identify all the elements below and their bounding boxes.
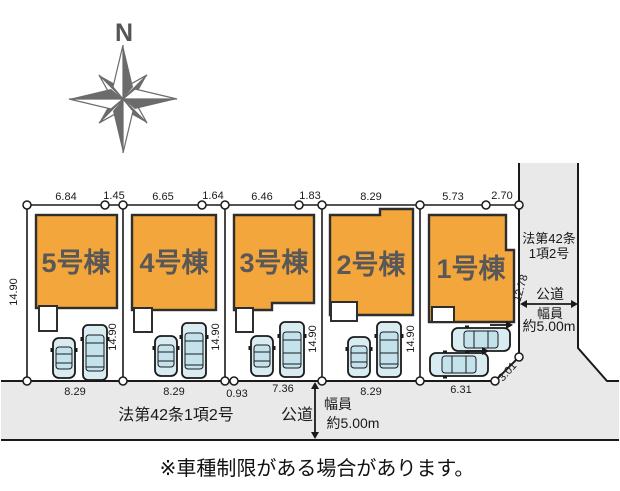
right-road-type: 公道 — [536, 286, 564, 302]
dim-marker — [118, 376, 128, 386]
dim-top-7: 5.73 — [442, 191, 463, 203]
dim-top-6: 8.29 — [360, 191, 381, 203]
dim-marker — [317, 200, 327, 210]
porch-2 — [330, 301, 358, 322]
restriction-note: ※車種制限がある場合があります。 — [160, 457, 475, 480]
dimension-markers — [22, 200, 524, 386]
building-4-label: 4号棟 — [139, 248, 209, 278]
dim-marker — [197, 200, 207, 210]
dim-bottom-2: 0.93 — [226, 388, 247, 400]
car-direction-arrows — [466, 321, 513, 355]
right-road-width-label: 幅員 — [537, 306, 563, 321]
dim-marker — [490, 376, 500, 386]
building-3 — [232, 213, 316, 312]
dim-depth-lot4: 14.90 — [210, 323, 222, 351]
dim-top-5: 1.83 — [299, 190, 320, 202]
dim-bottom-4: 8.29 — [360, 386, 381, 398]
dim-depth-lot3: 14.90 — [307, 325, 319, 353]
right-road-law-line1: 法第42条 — [522, 231, 575, 246]
right-road-labels: 法第42条 1項2号 公道 幅員 約5.00m — [520, 231, 578, 334]
dim-marker — [229, 376, 239, 386]
building-1 — [427, 213, 516, 324]
dim-marker — [415, 376, 425, 386]
right-road-width-arrow — [520, 300, 578, 308]
bottom-road-surface — [1, 381, 619, 440]
building-5 — [34, 213, 119, 310]
dim-marker — [294, 200, 304, 210]
dim-marker — [514, 200, 524, 210]
dim-marker — [220, 376, 230, 386]
bottom-road-width-value: 約5.00m — [327, 415, 380, 431]
car-lot3-minivan — [276, 321, 308, 378]
dim-marker — [220, 200, 230, 210]
bottom-road-width-label: 幅員 — [324, 396, 352, 412]
building-3-label: 3号棟 — [239, 248, 309, 278]
dim-marker — [481, 200, 491, 210]
dim-marker — [118, 200, 128, 210]
car-lot1-upper — [451, 324, 511, 355]
dim-bottom-5: 6.31 — [450, 384, 471, 396]
car-lot5-minivan — [79, 324, 111, 381]
porch-5 — [38, 305, 58, 332]
dim-top-8: 2.70 — [491, 190, 512, 202]
building-5-label: 5号棟 — [41, 248, 111, 278]
porch-3 — [235, 307, 254, 333]
car-lot2-sedan — [344, 336, 374, 378]
road-edge-right — [577, 163, 619, 382]
road-edge-left — [1, 163, 520, 382]
dim-top-3: 1.64 — [202, 190, 223, 202]
right-road-law-line2: 1項2号 — [529, 246, 569, 261]
dim-left-depth: 14.90 — [8, 278, 20, 306]
car-lot2-minivan — [373, 321, 405, 378]
dim-depth-lot5: 14.90 — [107, 323, 119, 351]
dim-top-1: 1.45 — [103, 190, 124, 202]
dim-marker — [100, 200, 110, 210]
building-1-label: 1号棟 — [436, 254, 506, 284]
building-4 — [130, 213, 218, 312]
dim-top-2: 6.65 — [152, 191, 173, 203]
dim-bottom-3: 7.36 — [272, 383, 293, 395]
dim-marker — [317, 376, 327, 386]
porch-1 — [431, 306, 455, 323]
porch-4 — [133, 307, 153, 333]
dim-marker — [22, 200, 32, 210]
bottom-road-law: 法第42条1項2号 — [118, 406, 234, 424]
car-lot5-sedan — [49, 337, 79, 379]
dim-top-0: 6.84 — [55, 191, 76, 203]
compass-north-label: N — [115, 19, 133, 47]
parked-cars — [49, 321, 513, 381]
car-lot4-minivan — [178, 322, 210, 379]
compass-rose: N — [68, 19, 178, 154]
right-road-surface — [495, 163, 607, 381]
car-lot1-lower — [429, 349, 489, 380]
dim-marker — [22, 376, 32, 386]
bottom-road-labels: 法第42条1項2号 公道 幅員 約5.00m — [118, 382, 379, 439]
dim-marker — [514, 352, 524, 362]
dim-marker — [415, 200, 425, 210]
building-2-label: 2号棟 — [336, 250, 406, 280]
car-lot4-sedan — [151, 335, 181, 377]
buildings: 5号棟 4号棟 3号棟 2号棟 1号棟 — [34, 207, 516, 333]
right-road-width-value: 約5.00m — [523, 318, 576, 334]
dim-top-4: 6.46 — [251, 191, 272, 203]
dim-depth-lot2: 14.90 — [405, 325, 417, 353]
dim-bottom-1: 8.29 — [163, 386, 184, 398]
lot-boundaries — [26, 204, 519, 381]
roads — [1, 163, 619, 441]
car-lot3-sedan — [247, 335, 277, 377]
bottom-road-width-arrow — [311, 382, 319, 439]
dim-bottom-0: 8.29 — [64, 386, 85, 398]
bottom-road-type: 公道 — [281, 406, 313, 424]
